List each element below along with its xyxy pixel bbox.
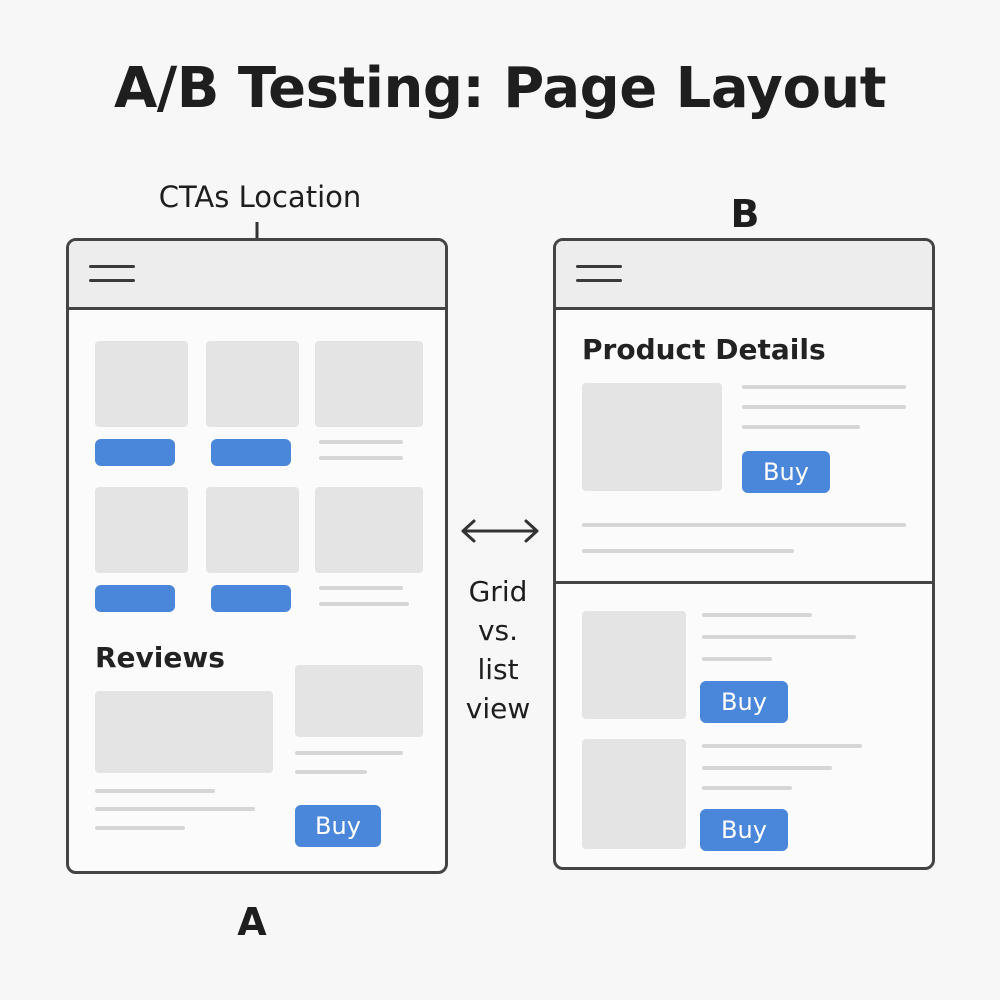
double-arrow-icon bbox=[461, 519, 539, 543]
review-placeholder bbox=[95, 691, 273, 773]
text-line-placeholder bbox=[742, 425, 860, 429]
hamburger-menu-icon[interactable] bbox=[89, 263, 135, 285]
text-line-placeholder bbox=[295, 751, 403, 755]
hamburger-menu-icon[interactable] bbox=[576, 263, 622, 285]
text-line-placeholder bbox=[702, 613, 812, 617]
product-details-title: Product Details bbox=[582, 333, 826, 366]
text-line-placeholder bbox=[582, 549, 794, 553]
product-image-placeholder bbox=[95, 487, 188, 573]
product-image-placeholder bbox=[206, 341, 299, 427]
section-divider bbox=[556, 581, 932, 584]
buy-button[interactable]: Buy bbox=[295, 805, 381, 847]
product-image-placeholder bbox=[295, 665, 423, 737]
cta-button[interactable] bbox=[95, 439, 175, 466]
text-line-placeholder bbox=[742, 405, 906, 409]
text-line-placeholder bbox=[702, 786, 792, 790]
grid-vs-list-line: vs. bbox=[477, 614, 519, 647]
grid-vs-list-label: Grid vs. list view bbox=[448, 572, 548, 728]
variant-a-label: A bbox=[237, 900, 267, 944]
text-line-placeholder bbox=[319, 440, 403, 444]
buy-button[interactable]: Buy bbox=[700, 809, 788, 851]
variant-b-phone: Product Details Buy Buy Buy bbox=[553, 238, 935, 870]
cta-button[interactable] bbox=[95, 585, 175, 612]
text-line-placeholder bbox=[95, 789, 215, 793]
text-line-placeholder bbox=[95, 826, 185, 830]
phone-b-header bbox=[556, 241, 932, 310]
product-image-placeholder bbox=[315, 341, 423, 427]
buy-button[interactable]: Buy bbox=[700, 681, 788, 723]
cta-button[interactable] bbox=[211, 439, 291, 466]
phone-a-header bbox=[69, 241, 445, 310]
variant-a-phone: Reviews Buy bbox=[66, 238, 448, 874]
product-image-placeholder bbox=[582, 383, 722, 491]
text-line-placeholder bbox=[319, 586, 403, 590]
text-line-placeholder bbox=[702, 766, 832, 770]
buy-button[interactable]: Buy bbox=[742, 451, 830, 493]
product-image-placeholder bbox=[206, 487, 299, 573]
product-image-placeholder bbox=[582, 739, 686, 849]
grid-vs-list-line: Grid bbox=[468, 575, 528, 608]
text-line-placeholder bbox=[95, 807, 255, 811]
reviews-title: Reviews bbox=[95, 641, 225, 674]
text-line-placeholder bbox=[319, 602, 409, 606]
text-line-placeholder bbox=[702, 744, 862, 748]
cta-button[interactable] bbox=[211, 585, 291, 612]
text-line-placeholder bbox=[702, 635, 856, 639]
text-line-placeholder bbox=[319, 456, 403, 460]
text-line-placeholder bbox=[582, 523, 906, 527]
product-image-placeholder bbox=[315, 487, 423, 573]
cta-location-label: CTAs Location bbox=[158, 180, 362, 214]
text-line-placeholder bbox=[742, 385, 906, 389]
variant-b-label: B bbox=[730, 192, 760, 236]
grid-vs-list-line: list bbox=[477, 653, 519, 686]
text-line-placeholder bbox=[295, 770, 367, 774]
diagram-title: A/B Testing: Page Layout bbox=[113, 56, 887, 121]
text-line-placeholder bbox=[702, 657, 772, 661]
product-image-placeholder bbox=[582, 611, 686, 719]
product-image-placeholder bbox=[95, 341, 188, 427]
grid-vs-list-line: view bbox=[465, 692, 531, 725]
